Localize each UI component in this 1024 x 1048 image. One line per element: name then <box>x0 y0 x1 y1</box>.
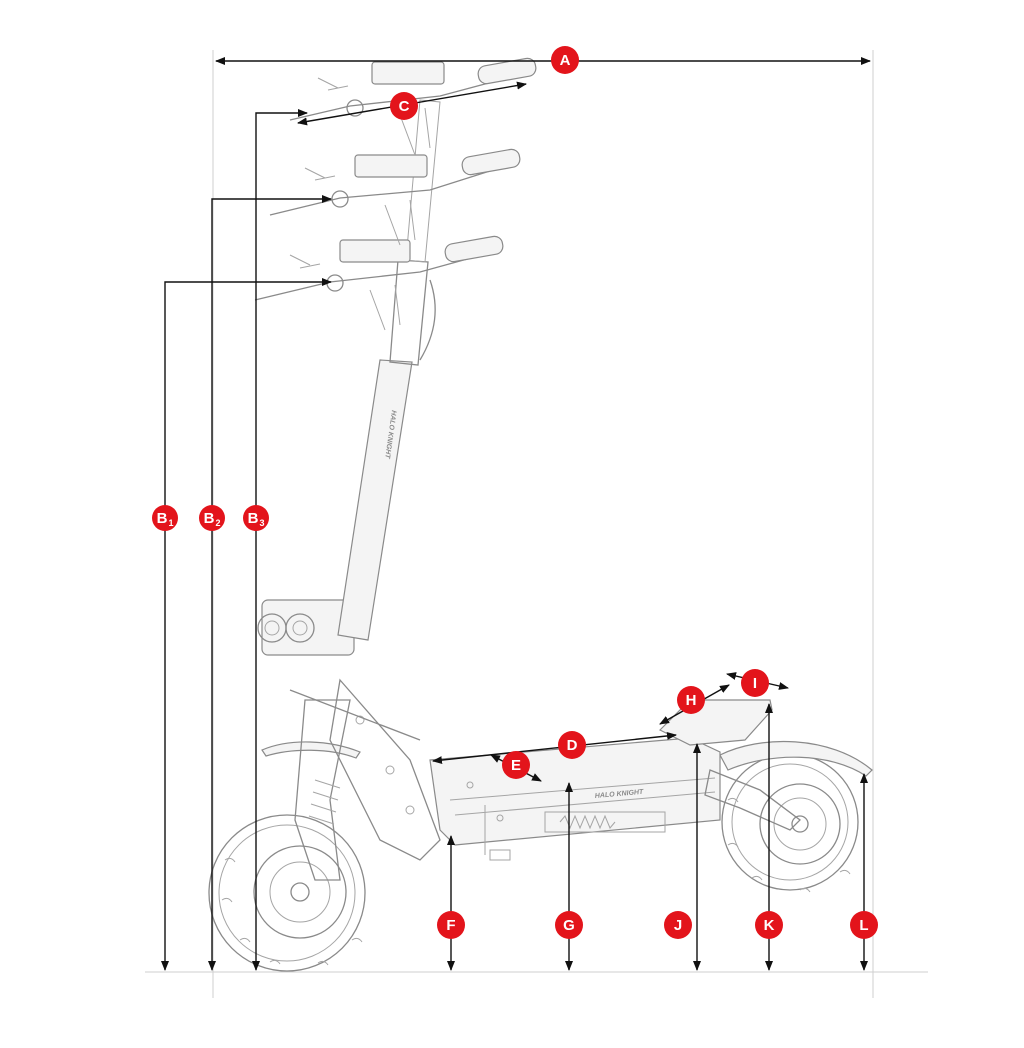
badge-e: E <box>502 751 530 779</box>
badge-h-circle <box>677 686 705 714</box>
badge-a-circle <box>551 46 579 74</box>
badge-e-text: E <box>511 757 521 774</box>
badge-b3-text: B <box>248 510 259 527</box>
badge-b1-circle <box>152 505 178 531</box>
badge-l: L <box>850 911 878 939</box>
badge-a-text: A <box>560 52 571 69</box>
badge-i: I <box>741 669 769 697</box>
badge-j-text: J <box>674 917 682 934</box>
badge-b3: B 3 <box>243 505 269 531</box>
foot-rest <box>658 699 773 746</box>
badge-b1-sub: 1 <box>168 518 173 528</box>
badge-l-text: L <box>859 917 868 934</box>
rear-swingarm <box>704 769 801 831</box>
badge-f-circle <box>437 911 465 939</box>
front-fork <box>289 678 441 881</box>
dim-line-d <box>432 731 677 765</box>
badge-l-circle <box>850 911 878 939</box>
rear-fender <box>719 740 873 777</box>
badge-b1-text: B <box>157 510 168 527</box>
dim-line-b2 <box>208 195 332 971</box>
badge-b2-text: B <box>204 510 215 527</box>
badge-c-text: C <box>399 98 410 115</box>
badge-f-text: F <box>446 917 455 934</box>
badge-c-circle <box>390 92 418 120</box>
badge-d-circle <box>558 731 586 759</box>
badge-g-text: G <box>563 917 575 934</box>
handlebar-mid <box>269 148 521 246</box>
badge-b1: B 1 <box>152 505 178 531</box>
label-badges: A C B 1 B 2 B 3 D E H <box>152 46 878 939</box>
badge-h-text: H <box>686 692 697 709</box>
badge-b2-circle <box>199 505 225 531</box>
badge-d-text: D <box>567 737 578 754</box>
badge-j: J <box>664 911 692 939</box>
deck-brand-text: HALO KNIGHT <box>595 789 645 800</box>
badge-b3-circle <box>243 505 269 531</box>
badge-e-circle <box>502 751 530 779</box>
badge-b2: B 2 <box>199 505 225 531</box>
rear-wheel <box>721 753 859 893</box>
badge-k: K <box>755 911 783 939</box>
badge-i-circle <box>741 669 769 697</box>
badge-g: G <box>555 911 583 939</box>
front-wheel <box>208 814 366 972</box>
badge-c: C <box>390 92 418 120</box>
badge-k-circle <box>755 911 783 939</box>
badge-b2-sub: 2 <box>215 518 220 528</box>
badge-j-circle <box>664 911 692 939</box>
front-fender <box>261 741 361 759</box>
stem: HALO KNIGHT <box>337 99 441 641</box>
handlebar-low <box>254 235 504 331</box>
badge-i-text: I <box>753 675 757 692</box>
badge-a: A <box>551 46 579 74</box>
badge-k-text: K <box>764 917 775 934</box>
badge-f: F <box>437 911 465 939</box>
badge-h: H <box>677 686 705 714</box>
badge-d: D <box>558 731 586 759</box>
badge-g-circle <box>555 911 583 939</box>
badge-b3-sub: 3 <box>259 518 264 528</box>
scooter-sketch: HALO KNIGHT HALO KNIGHT <box>208 57 873 972</box>
dim-line-b3 <box>252 109 308 971</box>
